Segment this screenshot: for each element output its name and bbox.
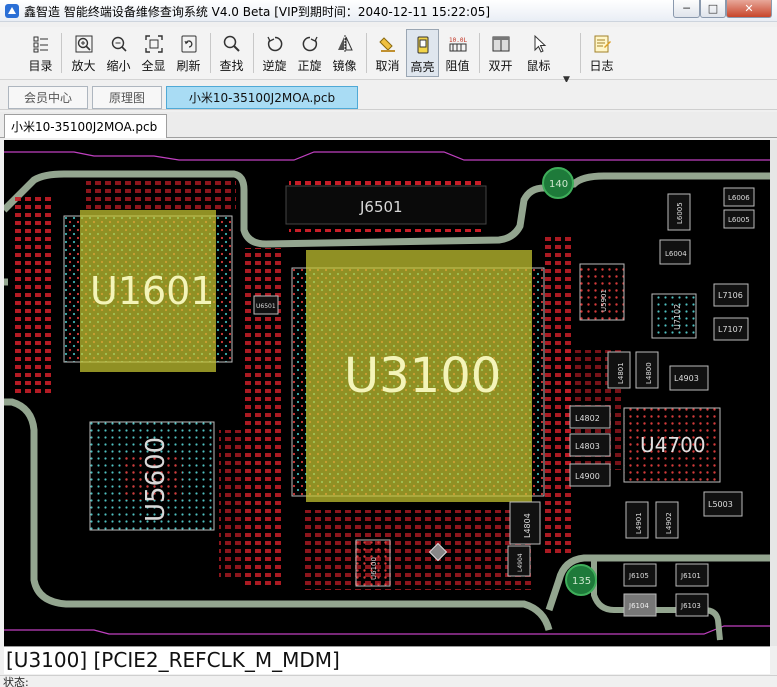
refresh-icon <box>181 35 196 53</box>
minimize-button[interactable]: ─ <box>673 0 700 18</box>
label-l7106: L7106 <box>718 291 743 300</box>
label-l4901: L4901 <box>635 512 643 534</box>
label-l4900: L4900 <box>575 472 600 481</box>
top-tab-bar: 会员中心 原理图 小米10-35100J2MOA.pcb <box>0 82 777 110</box>
label-l4804: L4804 <box>523 513 532 538</box>
maximize-button[interactable]: □ <box>700 0 726 18</box>
highlight-icon <box>417 36 428 54</box>
label-l7107: L7107 <box>718 325 743 334</box>
zoom-out-button[interactable]: 缩小 <box>102 29 135 77</box>
label-u6100: U6100 <box>370 557 378 580</box>
window-title: 鑫智造 智能终端设备维修查询系统 V4.0 Beta [VIP到期时间：2040… <box>24 5 491 19</box>
document-tab-bar: 小米10-35100J2MOA.pcb <box>0 112 777 138</box>
testpoint-140[interactable] <box>542 167 574 199</box>
tab-member-center[interactable]: 会员中心 <box>8 86 88 109</box>
pcb-canvas[interactable]: J6501 U1601 U3100 U5600 U4700 U5901 U710… <box>4 140 770 646</box>
label-l4800: L4800 <box>645 362 653 384</box>
label-j6103: J6103 <box>680 602 701 610</box>
close-icon: ✕ <box>744 2 754 15</box>
tab-schematic[interactable]: 原理图 <box>92 86 162 109</box>
rotate-cw-button[interactable]: 正旋 <box>293 29 326 77</box>
log-icon <box>594 35 611 53</box>
toolbar-separator <box>210 33 211 73</box>
resistance-button[interactable]: 10.0L 阻值 <box>441 29 474 77</box>
rotate-ccw-icon <box>266 36 282 52</box>
label-l4802: L4802 <box>575 414 600 423</box>
mouse-button[interactable]: 鼠标 <box>522 29 555 77</box>
label-tp135: 135 <box>572 576 591 587</box>
label-u3100: U3100 <box>344 348 501 404</box>
label-l5003: L5003 <box>708 500 733 509</box>
minimize-icon: ─ <box>683 2 690 15</box>
mirror-icon <box>337 35 353 53</box>
search-icon <box>223 35 240 52</box>
label-u5901: U5901 <box>600 289 608 312</box>
label-u1601: U1601 <box>90 269 215 313</box>
highlight-button[interactable]: 高亮 <box>406 29 439 77</box>
dual-open-button[interactable]: 双开 <box>484 29 517 77</box>
status-bar: 状态: <box>0 675 777 687</box>
label-l6005b: L6005 <box>728 216 750 224</box>
status-text: 状态: <box>3 676 29 687</box>
label-l4902: L4902 <box>665 512 673 534</box>
label-tp140: 140 <box>549 179 568 190</box>
maximize-icon: □ <box>707 2 719 15</box>
zoom-in-button[interactable]: 放大 <box>67 29 100 77</box>
mirror-button[interactable]: 镜像 <box>328 29 361 77</box>
toolbar-separator <box>366 33 367 73</box>
label-l4801: L4801 <box>617 362 625 384</box>
mouse-icon <box>534 34 546 53</box>
canvas-scrollbar[interactable] <box>770 140 777 646</box>
label-u6501: U6501 <box>256 303 276 310</box>
refresh-button[interactable]: 刷新 <box>172 29 205 77</box>
fit-all-button[interactable]: 全显 <box>137 29 170 77</box>
label-l6004: L6004 <box>665 250 687 258</box>
pcb-board-view[interactable]: J6501 U1601 U3100 U5600 U4700 U5901 U710… <box>4 140 770 646</box>
app-logo-icon <box>5 4 19 18</box>
title-bar: 鑫智造 智能终端设备维修查询系统 V4.0 Beta [VIP到期时间：2040… <box>0 0 777 22</box>
label-j6101: J6101 <box>680 572 701 580</box>
cancel-icon <box>378 37 395 52</box>
mouse-dropdown-arrow-icon[interactable]: ▼ <box>563 75 570 85</box>
toolbar-separator <box>253 33 254 73</box>
search-button[interactable]: 查找 <box>215 29 248 77</box>
label-l4904: L4904 <box>517 553 524 572</box>
label-j6104: J6104 <box>628 602 649 610</box>
label-l6005: L6005 <box>676 202 684 224</box>
label-l6006: L6006 <box>728 194 750 202</box>
toolbar-separator <box>479 33 480 73</box>
label-j6105: J6105 <box>628 572 649 580</box>
label-u5600: U5600 <box>141 437 171 522</box>
u3100-highlight[interactable] <box>306 250 532 502</box>
zoom-in-icon <box>75 35 92 53</box>
label-j6501: J6501 <box>359 198 403 216</box>
rotate-cw-icon <box>302 36 318 52</box>
label-u7102: U7102 <box>673 304 682 330</box>
selection-info-bar: [U3100] [PCIE2_REFCLK_M_MDM] <box>4 646 770 674</box>
svg-text:10.0L: 10.0L <box>449 37 467 44</box>
dual-open-icon <box>492 36 509 52</box>
zoom-out-icon <box>111 36 127 52</box>
toolbar-separator <box>61 33 62 73</box>
cancel-button[interactable]: 取消 <box>371 29 404 77</box>
close-button[interactable]: ✕ <box>726 0 772 18</box>
log-button[interactable]: 日志 <box>585 29 618 77</box>
catalog-button[interactable]: 目录 <box>24 29 57 77</box>
toolbar-separator <box>580 33 581 73</box>
catalog-icon <box>33 36 48 53</box>
tab-pcb-file[interactable]: 小米10-35100J2MOA.pcb <box>166 86 358 109</box>
rotate-ccw-button[interactable]: 逆旋 <box>258 29 291 77</box>
label-l4903: L4903 <box>674 374 699 383</box>
label-l4803: L4803 <box>575 442 600 451</box>
u1601-highlight[interactable] <box>80 210 216 372</box>
toolbar: 目录 放大 缩小 全显 刷新 查找 逆旋 正旋 镜像 取消 高亮 <box>0 27 777 85</box>
testpoint-135[interactable] <box>565 564 597 596</box>
resistance-icon: 10.0L <box>449 37 467 52</box>
fit-all-icon <box>144 35 163 53</box>
tab-pcb-document[interactable]: 小米10-35100J2MOA.pcb <box>4 114 167 138</box>
label-u4700: U4700 <box>640 433 706 457</box>
